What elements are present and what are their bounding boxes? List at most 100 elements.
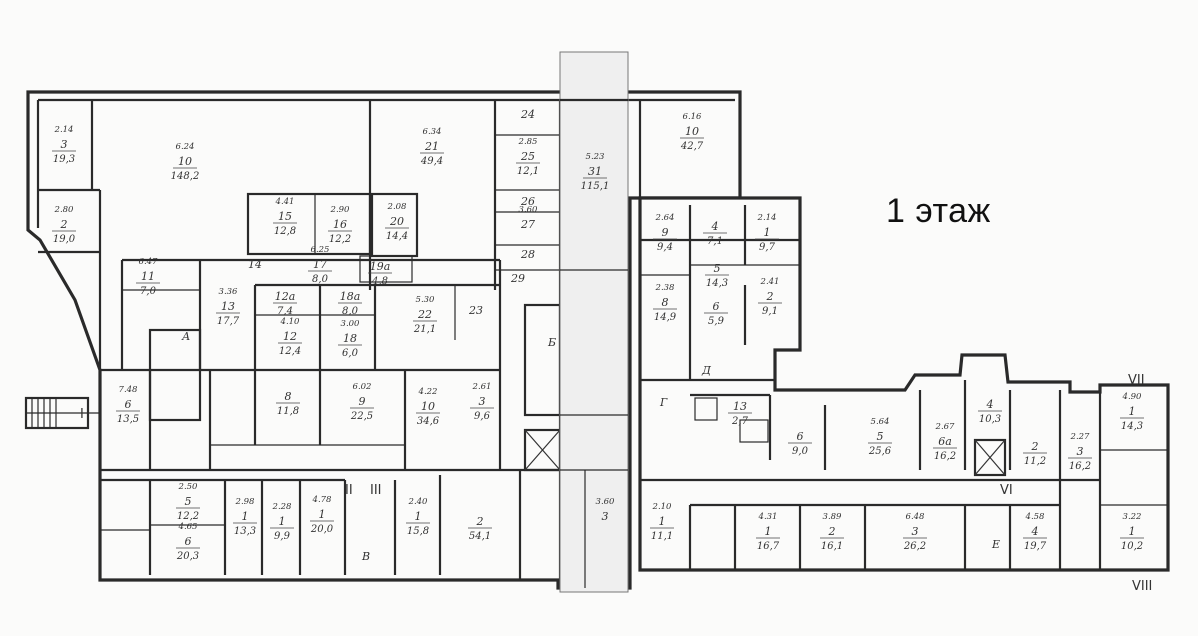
- room-area: 7,0: [140, 286, 157, 297]
- room-number: 3: [479, 395, 486, 408]
- room-number: 6а: [938, 435, 952, 448]
- room-number: 3: [602, 510, 609, 523]
- room-dimension: 4.10: [280, 317, 301, 327]
- room-number: 1: [279, 515, 286, 528]
- room-number: 3: [61, 138, 68, 151]
- room-number: 1: [1129, 525, 1136, 538]
- room-area: 9,0: [792, 446, 809, 457]
- room-number: 1: [764, 226, 771, 239]
- room-area: 14,3: [1121, 421, 1143, 432]
- room-area: 8,0: [342, 306, 359, 317]
- room-label-r29: 29: [510, 272, 525, 285]
- room-number: 20: [389, 215, 404, 228]
- room-number: 13: [733, 400, 747, 413]
- room-number: 2: [1031, 440, 1039, 453]
- room-number: 10: [178, 155, 192, 168]
- stair-label-a: А: [181, 330, 190, 343]
- room-number: 2: [828, 525, 836, 538]
- room-number: 31: [588, 165, 602, 178]
- room-area: 54,1: [469, 531, 491, 542]
- room-number: 8: [285, 390, 292, 403]
- page-fold-strip: [559, 51, 629, 593]
- room-area: 9,9: [274, 531, 291, 542]
- room-number: 1: [1129, 405, 1136, 418]
- room-dimension: 3.36: [219, 287, 239, 297]
- west-building: [26, 90, 742, 590]
- room-number: 1: [319, 508, 326, 521]
- room-dimension: 2.14: [54, 125, 74, 135]
- room-dimension: 6.47: [139, 257, 159, 267]
- room-area: 14,9: [654, 312, 677, 323]
- room-dimension: 2.27: [1070, 432, 1091, 442]
- room-label-e1b: 4.90 1 14,3: [1120, 392, 1144, 432]
- room-dimension: 6.34: [423, 127, 442, 137]
- room-area: 20,3: [176, 551, 199, 562]
- room-area: 12,4: [279, 346, 301, 357]
- room-number: 5: [185, 495, 192, 508]
- room-number: 3: [912, 525, 919, 538]
- room-number: 3: [1077, 445, 1084, 458]
- room-label-e2b: 211,2: [1023, 440, 1047, 467]
- room-area: 13,3: [234, 526, 256, 537]
- room-area: 115,1: [581, 181, 610, 192]
- section-mark-8: VIII: [1132, 579, 1152, 594]
- room-dimension: 2.64: [655, 213, 675, 223]
- room-number: 17: [313, 258, 327, 271]
- room-area: 14,3: [706, 278, 728, 289]
- room-dimension: 4.90: [1122, 392, 1143, 402]
- stair-label-b: Б: [547, 336, 556, 349]
- room-dimension: 4.31: [758, 512, 778, 522]
- room-area: 16,1: [821, 541, 843, 552]
- room-number: 9: [359, 395, 366, 408]
- room-area: 21,1: [413, 324, 436, 335]
- room-number: 28: [520, 248, 535, 261]
- room-number: 24: [520, 108, 535, 121]
- room-area: 16,2: [1069, 461, 1091, 472]
- room-area: 7,1: [707, 236, 723, 247]
- room-number: 2: [476, 515, 484, 528]
- room-area: 9,4: [657, 242, 673, 253]
- room-number: 4: [986, 398, 994, 411]
- room-number: 5: [714, 262, 721, 275]
- room-area: 8,0: [312, 274, 329, 285]
- room-dimension: 2.80: [54, 205, 75, 215]
- room-area: 14,4: [386, 231, 408, 242]
- room-label-r28: 28: [520, 248, 535, 261]
- room-area: 34,6: [417, 416, 440, 427]
- entrance-steps: [24, 396, 100, 430]
- room-dimension: 4.58: [1025, 512, 1046, 522]
- room-number: 16: [333, 218, 347, 231]
- section-mark-3: III: [370, 483, 382, 498]
- room-number: 11: [141, 270, 155, 283]
- room-number: 6: [797, 430, 804, 443]
- room-dimension: 6.48: [906, 512, 926, 522]
- room-area: 26,2: [903, 541, 926, 552]
- room-dimension: 5.30: [416, 295, 436, 305]
- room-area: 19,0: [53, 234, 76, 245]
- room-number: 18а: [340, 290, 361, 303]
- room-dimension: 4.78: [312, 495, 333, 505]
- room-area: 15,8: [407, 526, 429, 537]
- room-number: 23: [468, 304, 483, 317]
- room-number: 19а: [370, 260, 391, 273]
- room-area: 12,1: [517, 166, 539, 177]
- room-labels: 2.14319,32.80219,06.2410148,26.342149,42…: [52, 108, 1144, 562]
- room-dimension: 4.65: [178, 522, 198, 532]
